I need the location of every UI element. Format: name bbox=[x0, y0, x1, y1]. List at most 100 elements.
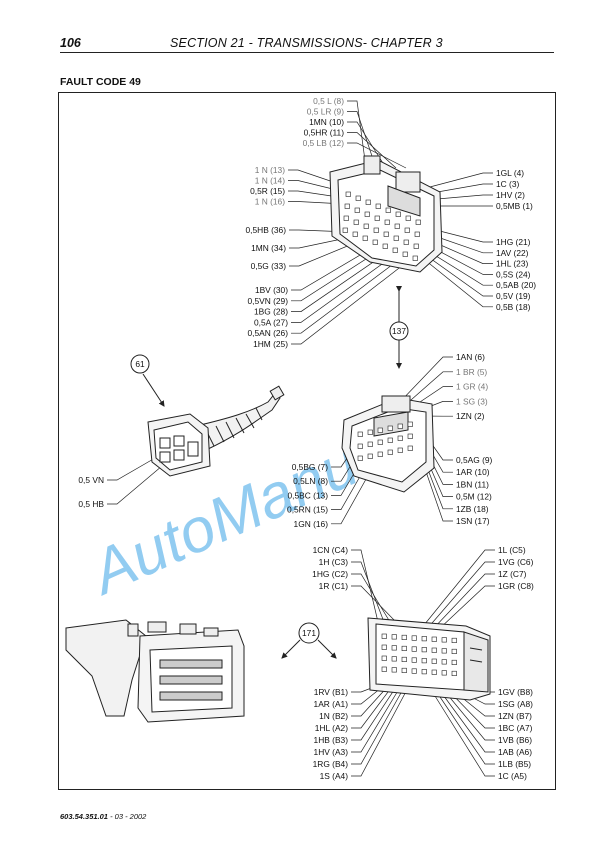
wire-label-1mn-10: 1MN (10) bbox=[309, 117, 344, 127]
page-header: 106 SECTION 21 - TRANSMISSIONS- CHAPTER … bbox=[60, 36, 554, 52]
wire-label-1ab-a6: 1AB (A6) bbox=[498, 747, 532, 757]
connector-pin bbox=[392, 247, 398, 253]
footer-date: - 03 - 2002 bbox=[110, 812, 147, 821]
wire-label-1zn-b7: 1ZN (B7) bbox=[498, 711, 532, 721]
connector-pin bbox=[345, 191, 351, 197]
leader-line bbox=[331, 471, 371, 525]
wire-label-1gn-16: 1GN (16) bbox=[294, 519, 329, 529]
leader-line bbox=[288, 169, 346, 187]
callout-137 bbox=[389, 321, 409, 341]
wire-label-0-5an-26: 0,5AN (26) bbox=[248, 328, 289, 338]
wire-label-1h-c3: 1H (C3) bbox=[319, 557, 349, 567]
connector-pin bbox=[451, 637, 457, 644]
connector-pin bbox=[367, 453, 373, 459]
connector-pin bbox=[441, 637, 447, 643]
wire-label-0-5b-18: 0,5B (18) bbox=[496, 302, 531, 312]
connector-pin bbox=[421, 647, 427, 653]
wire-label-1sg-a8: 1SG (A8) bbox=[498, 699, 533, 709]
connector-pin bbox=[365, 199, 371, 205]
connector-pin bbox=[372, 239, 378, 245]
wire-label-0-5-lb-12: 0,5 LB (12) bbox=[303, 138, 345, 148]
connector-pin bbox=[387, 437, 393, 443]
wire-label-1an-6: 1AN (6) bbox=[456, 352, 485, 362]
connector-pin bbox=[352, 231, 358, 237]
connector-pin bbox=[363, 223, 369, 229]
connector-pin bbox=[431, 636, 437, 642]
wire-label-1ar-a1: 1AR (A1) bbox=[314, 699, 349, 709]
connector-pin bbox=[401, 656, 407, 663]
leader-line bbox=[425, 194, 493, 201]
wire-label-1sn-17: 1SN (17) bbox=[456, 516, 490, 526]
wire-label-1ar-10: 1AR (10) bbox=[456, 467, 490, 477]
wire-label-1bg-28: 1BG (28) bbox=[254, 307, 288, 317]
leader-line bbox=[425, 172, 493, 189]
leader-line bbox=[425, 183, 493, 195]
connector-pin bbox=[391, 656, 397, 662]
connector-pin bbox=[381, 655, 387, 661]
connector-pin bbox=[343, 215, 349, 221]
wire-label-1mn-34: 1MN (34) bbox=[251, 243, 286, 253]
leader-line bbox=[419, 549, 495, 631]
wire-label-1bn-11: 1BN (11) bbox=[456, 479, 489, 489]
wire-label-0-5hr-11: 0,5HR (11) bbox=[304, 128, 345, 138]
connector-pin bbox=[357, 443, 363, 449]
connector-pin bbox=[431, 647, 437, 653]
wire-label-1hm-25: 1HM (25) bbox=[253, 339, 288, 349]
leader-line bbox=[351, 561, 385, 623]
wire-label-0-5m-12: 0,5M (12) bbox=[456, 492, 492, 502]
callout-61 bbox=[130, 354, 150, 374]
callout-61-arrow bbox=[142, 373, 165, 407]
wire-label-1z-c7: 1Z (C7) bbox=[498, 569, 527, 579]
leader-line bbox=[419, 255, 493, 308]
callout-171-label: 171 bbox=[302, 628, 316, 638]
connector-pin bbox=[381, 644, 387, 650]
leader-line bbox=[419, 245, 493, 286]
connector-pin bbox=[381, 633, 387, 639]
leader-line bbox=[351, 683, 395, 729]
connector-pin bbox=[383, 231, 389, 237]
leader-line bbox=[288, 180, 346, 193]
callout-61-label: 61 bbox=[135, 359, 145, 369]
wire-label-1hb-b3: 1HB (B3) bbox=[314, 735, 349, 745]
connector-pin bbox=[401, 634, 407, 641]
wire-label-1-sg-3: 1 SG (3) bbox=[456, 396, 488, 406]
connector-pin bbox=[403, 239, 409, 245]
connector-pin bbox=[375, 203, 381, 209]
footer-code: 603.54.351.01 bbox=[60, 812, 108, 821]
wire-label-0-5g-33: 0,5G (33) bbox=[251, 261, 287, 271]
wire-label-1rv-b1: 1RV (B1) bbox=[314, 687, 349, 697]
leader-line bbox=[421, 459, 453, 522]
wire-label-0-5a-27: 0,5A (27) bbox=[254, 317, 288, 327]
leader-line bbox=[425, 561, 495, 631]
leader-line bbox=[433, 687, 495, 765]
wire-label-1zn-2: 1ZN (2) bbox=[456, 411, 485, 421]
connector-pin bbox=[397, 423, 403, 429]
leader-line bbox=[419, 250, 493, 297]
header-rule bbox=[60, 52, 554, 53]
connector-pin bbox=[421, 636, 427, 642]
connector-pin bbox=[387, 449, 393, 455]
plug-drawing bbox=[147, 385, 285, 477]
wire-label-0-5bc-13: 0,5BC (13) bbox=[288, 490, 329, 500]
page-footer: 603.54.351.01 - 03 - 2002 bbox=[60, 812, 146, 821]
wire-label-0-5hb-36: 0,5HB (36) bbox=[246, 225, 287, 235]
connector-2-drawing bbox=[341, 395, 435, 493]
leader-line bbox=[291, 253, 397, 323]
connector-1-drawing bbox=[329, 155, 443, 273]
connector-pin bbox=[344, 203, 350, 209]
leader-line bbox=[402, 371, 453, 408]
connector-pin bbox=[357, 455, 363, 461]
leader-line bbox=[351, 573, 391, 623]
wire-label-1vb-b6: 1VB (B6) bbox=[498, 735, 532, 745]
wire-label-1r-c1: 1R (C1) bbox=[319, 581, 349, 591]
connector-3-drawing bbox=[367, 617, 491, 701]
leader-line bbox=[347, 142, 407, 169]
connector-pin bbox=[451, 659, 457, 666]
wire-label-1gl-4: 1GL (4) bbox=[496, 168, 524, 178]
callout-171-arrow-right bbox=[317, 639, 337, 659]
leader-line bbox=[291, 249, 381, 302]
leader-line bbox=[445, 687, 495, 729]
page-number: 106 bbox=[60, 36, 81, 50]
connector-pin bbox=[362, 235, 368, 241]
